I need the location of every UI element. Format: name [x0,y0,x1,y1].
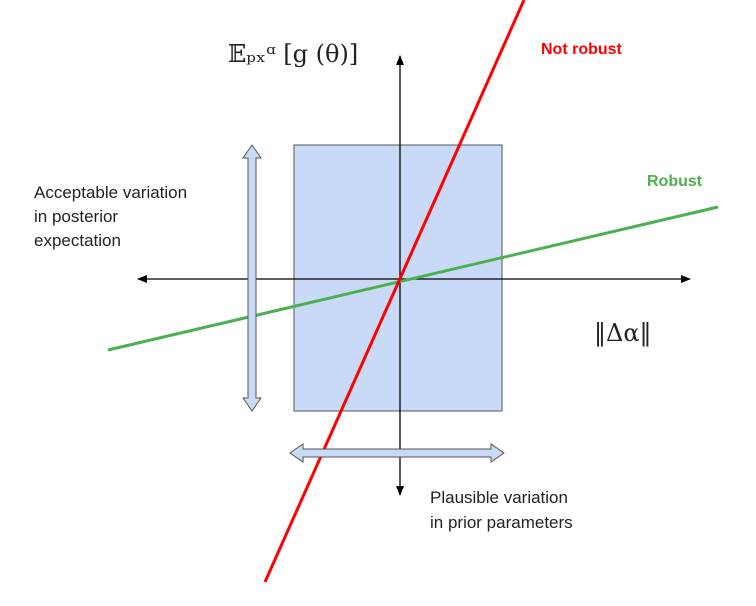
y-axis-label: 𝔼ₚₓᵅ [g (θ)] [228,40,358,68]
acceptable-variation-label-line2: in posterior [34,207,118,226]
double-arrow-horizontal-icon [289,443,505,463]
acceptable-variation-label-line1: Acceptable variation [34,183,187,202]
x-axis-label: ‖Δα‖ [594,319,652,348]
not-robust-line [263,0,526,583]
plausible-variation-label-line2: in prior parameters [430,513,573,532]
robust-line [107,205,719,352]
double-arrow-vertical-icon [242,144,262,412]
robust-label: Robust [647,173,703,190]
not-robust-label: Not robust [541,41,623,58]
acceptable-variation-label-line3: expectation [34,231,121,250]
plausible-region [293,144,503,412]
plausible-variation-label-line1: Plausible variation [430,488,568,507]
